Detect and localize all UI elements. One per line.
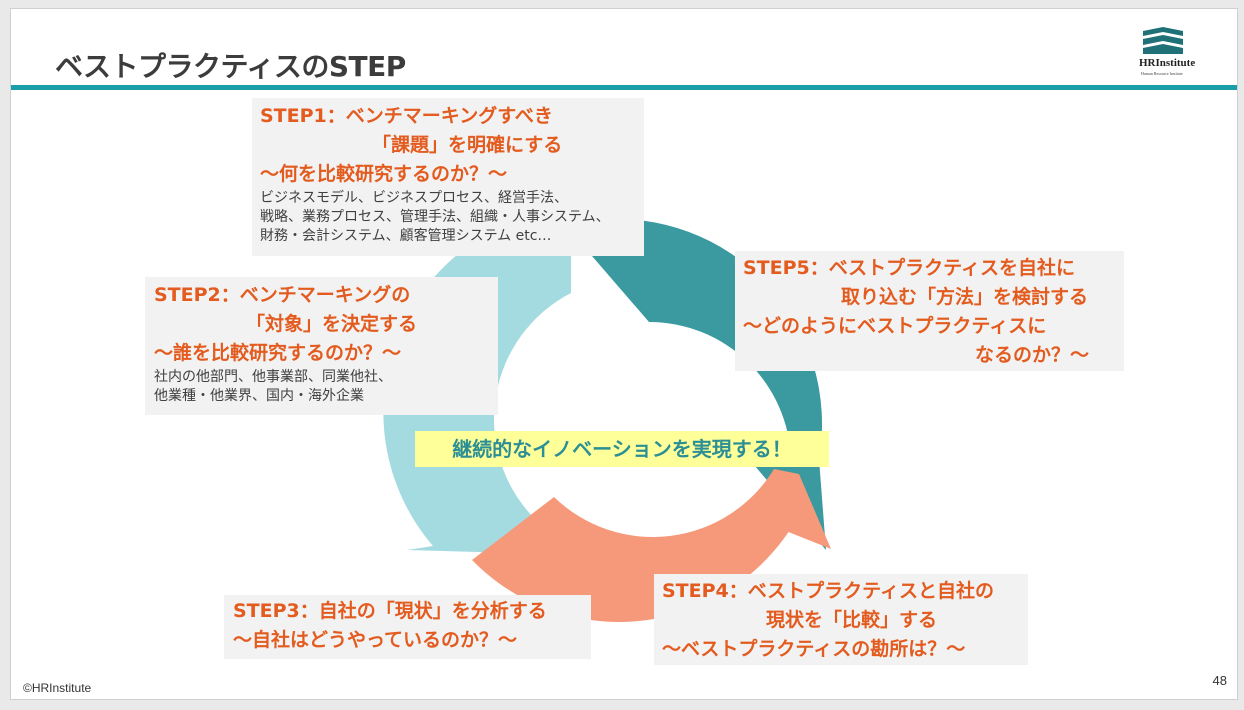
step3-heading-line-2: ～自社はどうやっているのか？～ xyxy=(233,629,518,651)
step2-box: STEP2：ベンチマーキングの 「対象」を決定する ～誰を比較研究するのか？～ … xyxy=(145,277,498,415)
step1-box: STEP1：ベンチマーキングすべき 「課題」を明確にする ～何を比較研究するのか… xyxy=(252,98,644,256)
logo-wordmark: HRInstitute xyxy=(1139,57,1196,69)
copyright-text: ©HRInstitute xyxy=(23,681,92,695)
step5-heading-line-2: 取り込む「方法」を検討する xyxy=(841,286,1089,308)
step2-heading-line-1: STEP2：ベンチマーキングの xyxy=(154,284,411,306)
step2-detail-line-2: 他業種・他業界、国内・海外企業 xyxy=(154,388,364,404)
center-label: 継続的なイノベーションを実現する！ xyxy=(415,431,829,467)
slide: ベストプラクティスのSTEP HRInstitute Human Resourc… xyxy=(10,8,1238,700)
step4-box: STEP4：ベストプラクティスと自社の 現状を「比較」する ～ベストプラクティス… xyxy=(654,574,1028,665)
step4-heading-line-3: ～ベストプラクティスの勘所は？～ xyxy=(662,638,966,660)
hr-institute-logo xyxy=(1143,27,1183,54)
step2-heading-line-3: ～誰を比較研究するのか？～ xyxy=(154,342,402,364)
step5-box: STEP5：ベストプラクティスを自社に 取り込む「方法」を検討する ～どのように… xyxy=(735,251,1124,371)
logo-subtitle: Human Resource Institute xyxy=(1141,71,1183,76)
step1-heading-line-3: ～何を比較研究するのか？～ xyxy=(260,163,508,185)
slide-title: ベストプラクティスのSTEP xyxy=(55,50,406,83)
step2-heading-line-2: 「対象」を決定する xyxy=(246,313,418,335)
step3-heading-line-1: STEP3：自社の「現状」を分析する xyxy=(233,600,547,622)
step1-heading-line-1: STEP1：ベンチマーキングすべき xyxy=(260,105,553,127)
title-underline xyxy=(11,85,1237,90)
step1-heading-line-2: 「課題」を明確にする xyxy=(372,134,563,156)
cycle-arrow-step4 xyxy=(472,469,831,622)
step1-detail-line-3: 財務・会計システム、顧客管理システム etc… xyxy=(260,228,552,244)
page-number: 48 xyxy=(1212,673,1227,688)
step1-detail-line-2: 戦略、業務プロセス、管理手法、組織・人事システム、 xyxy=(260,209,610,225)
step5-heading-line-1: STEP5：ベストプラクティスを自社に xyxy=(743,257,1076,279)
step4-heading-line-2: 現状を「比較」する xyxy=(766,609,938,631)
step5-heading-line-3: ～どのようにベストプラクティスに xyxy=(743,315,1047,337)
step2-detail-line-1: 社内の他部門、他事業部、同業他社、 xyxy=(154,369,392,385)
step4-heading-line-1: STEP4：ベストプラクティスと自社の xyxy=(662,580,995,602)
step5-heading-line-4: なるのか？～ xyxy=(975,344,1090,366)
step1-detail-line-1: ビジネスモデル、ビジネスプロセス、経営手法、 xyxy=(260,190,568,206)
step3-box: STEP3：自社の「現状」を分析する ～自社はどうやっているのか？～ xyxy=(224,595,591,659)
